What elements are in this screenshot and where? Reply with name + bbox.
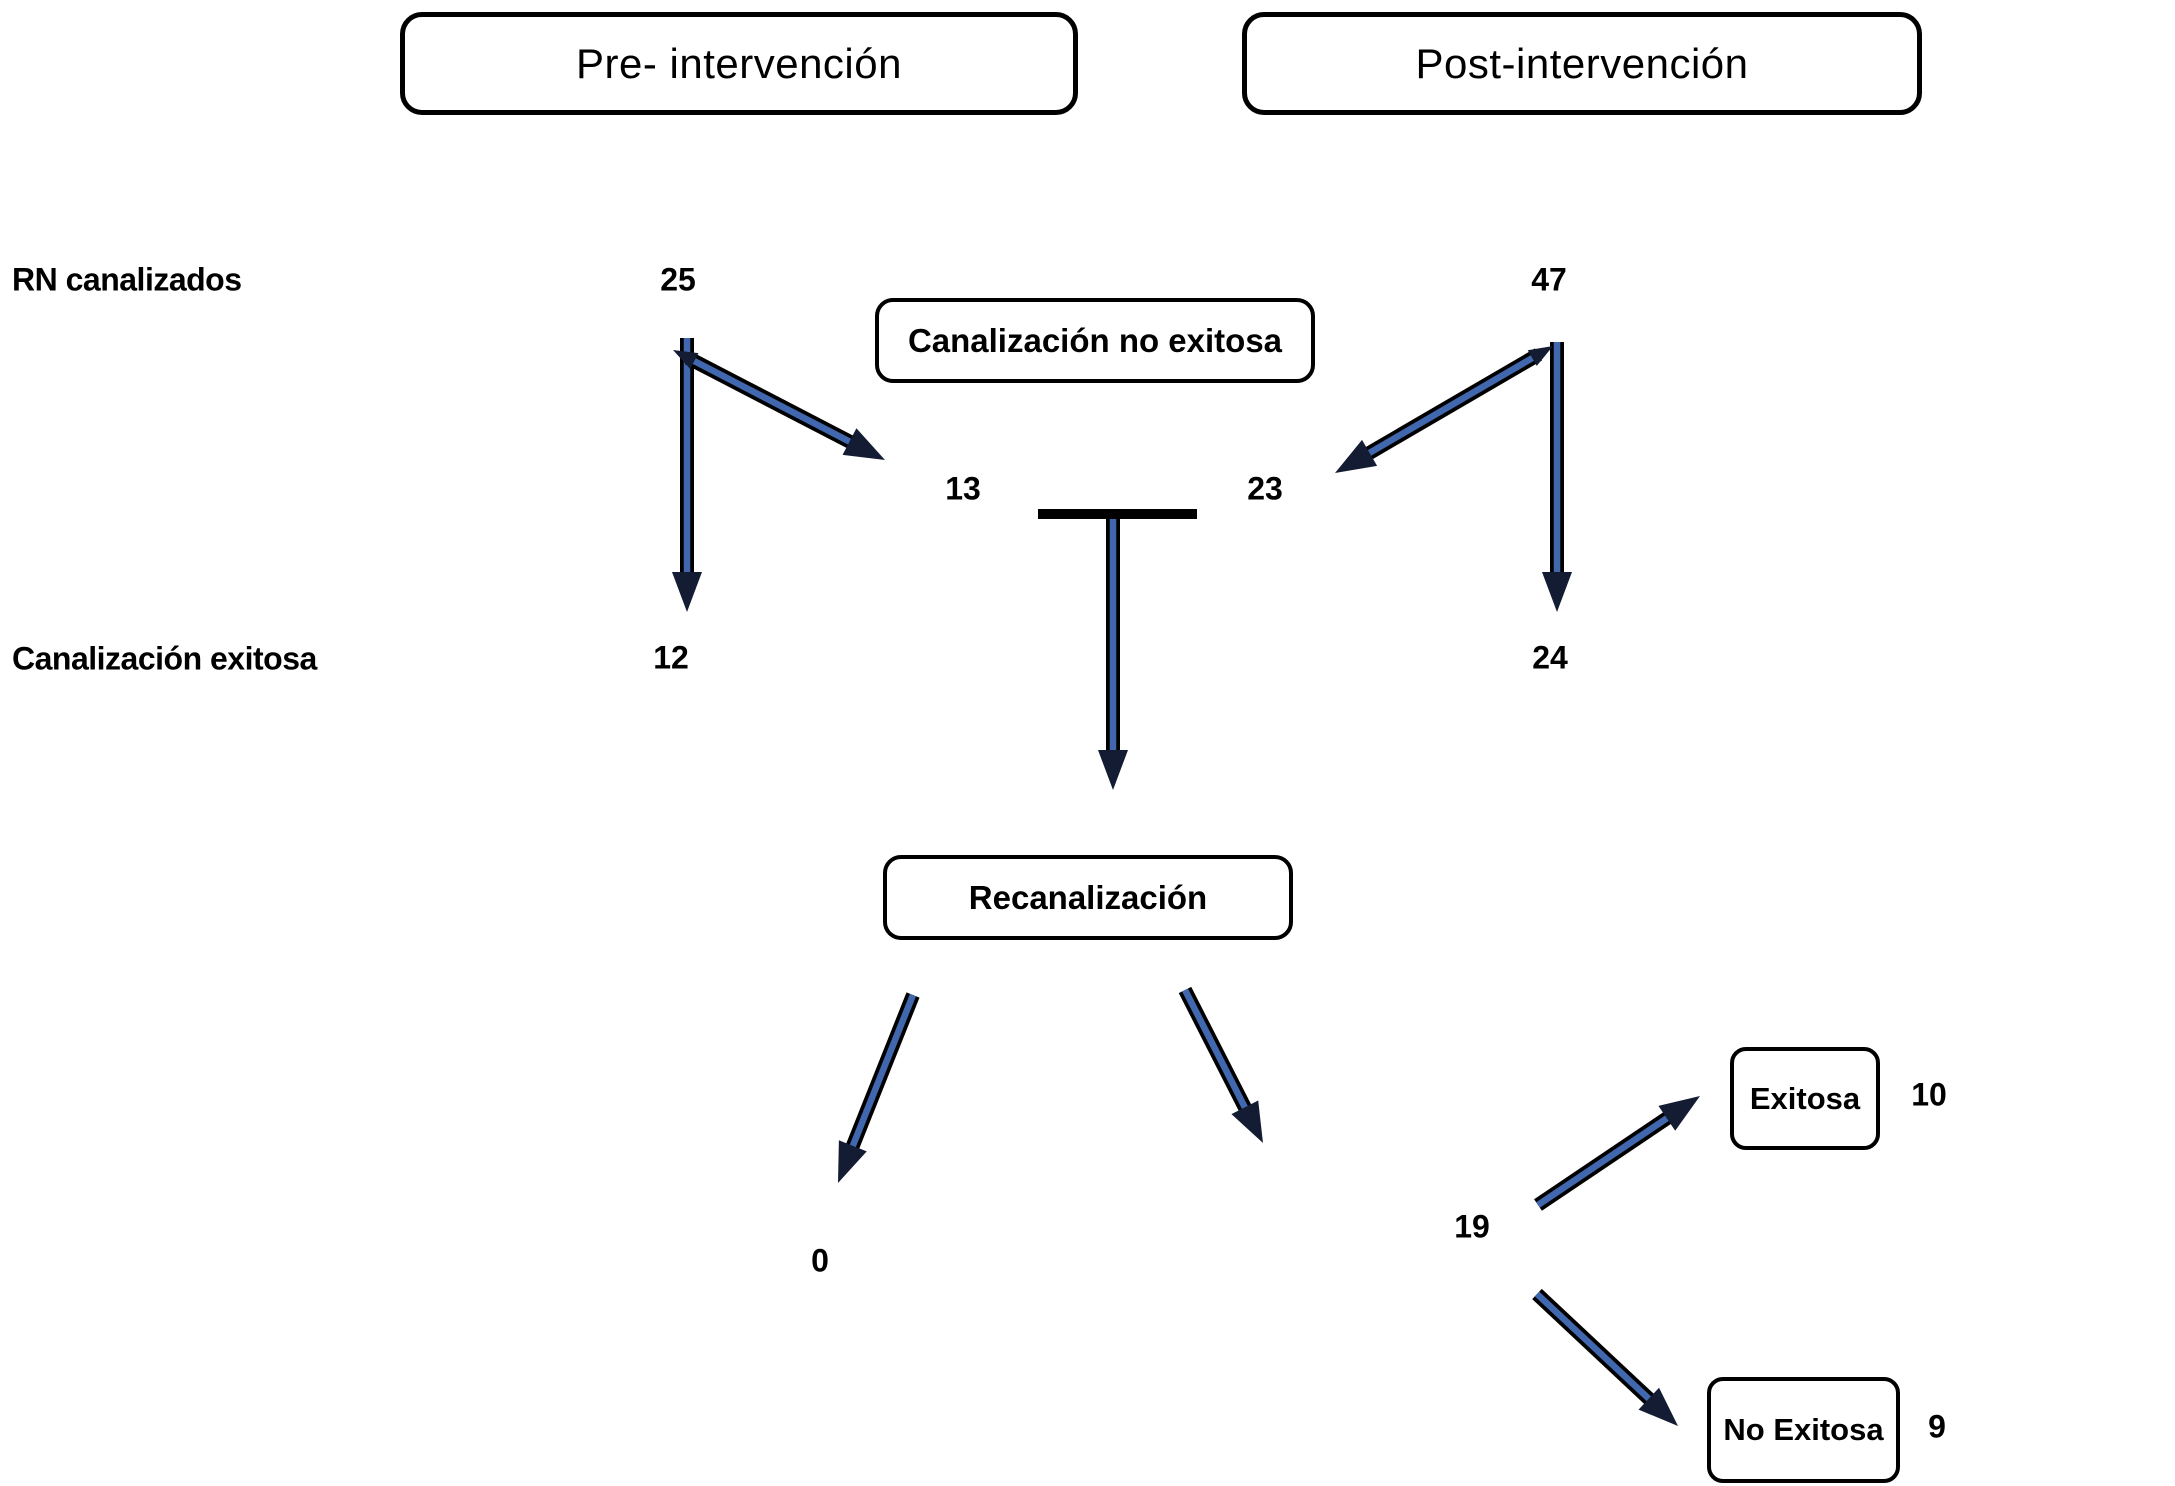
exitosa-label: Exitosa [1749, 1080, 1861, 1116]
arrow-post-canalizados-to-no-exitosa [1335, 346, 1553, 473]
recanalizacion-box: Recanalización [883, 855, 1293, 940]
value-recan-no-exitosa: 9 [1928, 1408, 1946, 1445]
arrow-recanalizacion-to-fail [838, 992, 920, 1183]
value-post-no-exitosa: 23 [1247, 470, 1283, 507]
exitosa-box: Exitosa [1730, 1047, 1880, 1150]
arrow-post-canalizados-to-exitosa [1542, 342, 1572, 612]
canalizacion-no-exitosa-label: Canalización no exitosa [907, 321, 1283, 359]
no-exitosa-label: No Exitosa [1723, 1412, 1884, 1447]
post-intervencion-box: Post-intervención [1242, 12, 1922, 115]
value-post-canalizados: 47 [1531, 261, 1567, 298]
row-label-canalizacion-exitosa: Canalización exitosa [12, 640, 317, 677]
pre-intervencion-box: Pre- intervención [400, 12, 1078, 115]
arrow-n-to-no-exitosa [1532, 1288, 1678, 1426]
arrow-no-exitosa-to-recanalizacion [1098, 518, 1128, 790]
value-pre-exitosa: 12 [653, 639, 689, 676]
no-exitosa-box: No Exitosa [1707, 1377, 1900, 1483]
value-pre-no-exitosa: 13 [945, 470, 981, 507]
arrow-pre-canalizados-to-no-exitosa [673, 350, 885, 460]
recanalizacion-label: Recanalización [968, 878, 1208, 916]
value-recan-exitosa: 10 [1911, 1076, 1947, 1113]
value-recan-fail: 0 [811, 1242, 829, 1279]
row-label-rn-canalizados: RN canalizados [12, 261, 242, 298]
pre-intervencion-label: Pre- intervención [576, 39, 902, 87]
arrow-n-to-exitosa [1534, 1096, 1700, 1211]
canalizacion-no-exitosa-box: Canalización no exitosa [875, 298, 1315, 383]
arrow-pre-canalizados-to-exitosa [672, 338, 702, 612]
value-pre-canalizados: 25 [660, 261, 696, 298]
value-post-exitosa: 24 [1532, 639, 1568, 676]
post-intervencion-label: Post-intervención [1415, 39, 1749, 87]
value-recan-n: 19 [1454, 1208, 1490, 1245]
arrow-recanalizacion-to-n [1178, 986, 1263, 1143]
